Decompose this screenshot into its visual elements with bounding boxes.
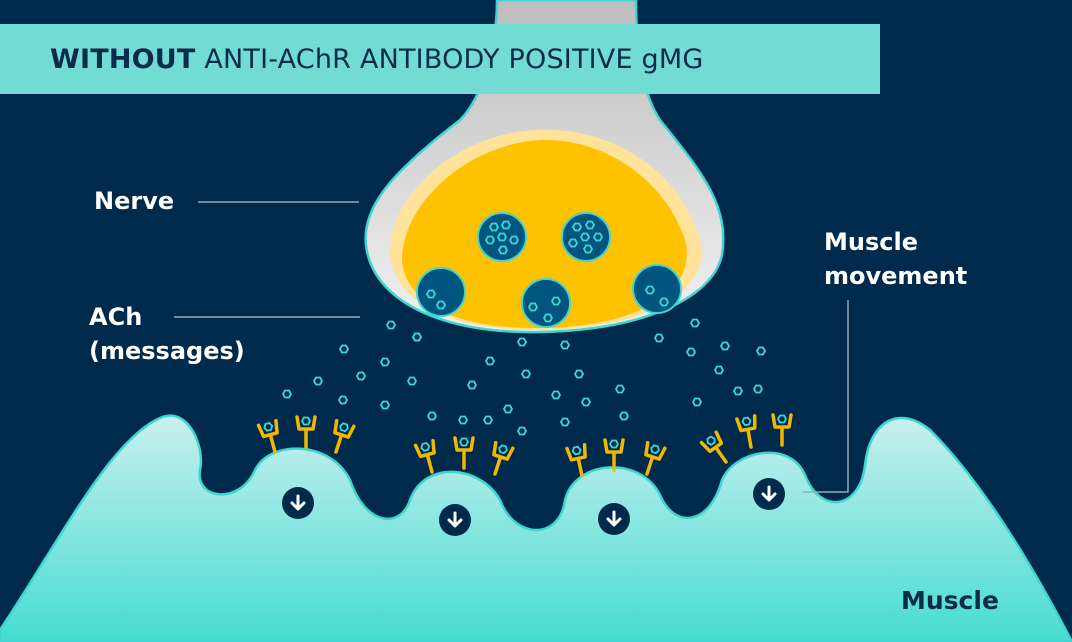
muscle-movement-label: Muscle movement xyxy=(824,225,967,293)
vesicle-icon xyxy=(477,212,527,262)
arrow-down-circle-icon xyxy=(439,504,471,536)
title-bold: WITHOUT xyxy=(50,43,196,75)
ach-label-line1: ACh xyxy=(89,303,143,331)
ach-label-line2: (messages) xyxy=(89,337,245,365)
vesicle-icon xyxy=(521,278,571,328)
title-rest: ANTI-AChR ANTIBODY POSITIVE gMG xyxy=(195,43,704,75)
arrow-down-circle-icon xyxy=(598,503,630,535)
vesicle-icon xyxy=(561,212,611,262)
ach-label: ACh (messages) xyxy=(89,300,245,368)
movement-label-line2: movement xyxy=(824,262,968,290)
muscle-tissue xyxy=(0,414,1072,642)
arrow-down-circle-icon xyxy=(282,487,314,519)
movement-label-line1: Muscle xyxy=(824,228,918,256)
ach-molecules xyxy=(282,318,766,436)
vesicle-icon xyxy=(632,264,682,314)
muscle-label: Muscle xyxy=(901,586,999,615)
leader-lines xyxy=(174,201,849,493)
title-banner: WITHOUT ANTI-AChR ANTIBODY POSITIVE gMG xyxy=(0,24,880,94)
nerve-label: Nerve xyxy=(94,187,175,215)
vesicle-icon xyxy=(416,267,466,317)
page-title: WITHOUT ANTI-AChR ANTIBODY POSITIVE gMG xyxy=(50,44,703,75)
arrow-down-circle-icon xyxy=(753,478,785,510)
